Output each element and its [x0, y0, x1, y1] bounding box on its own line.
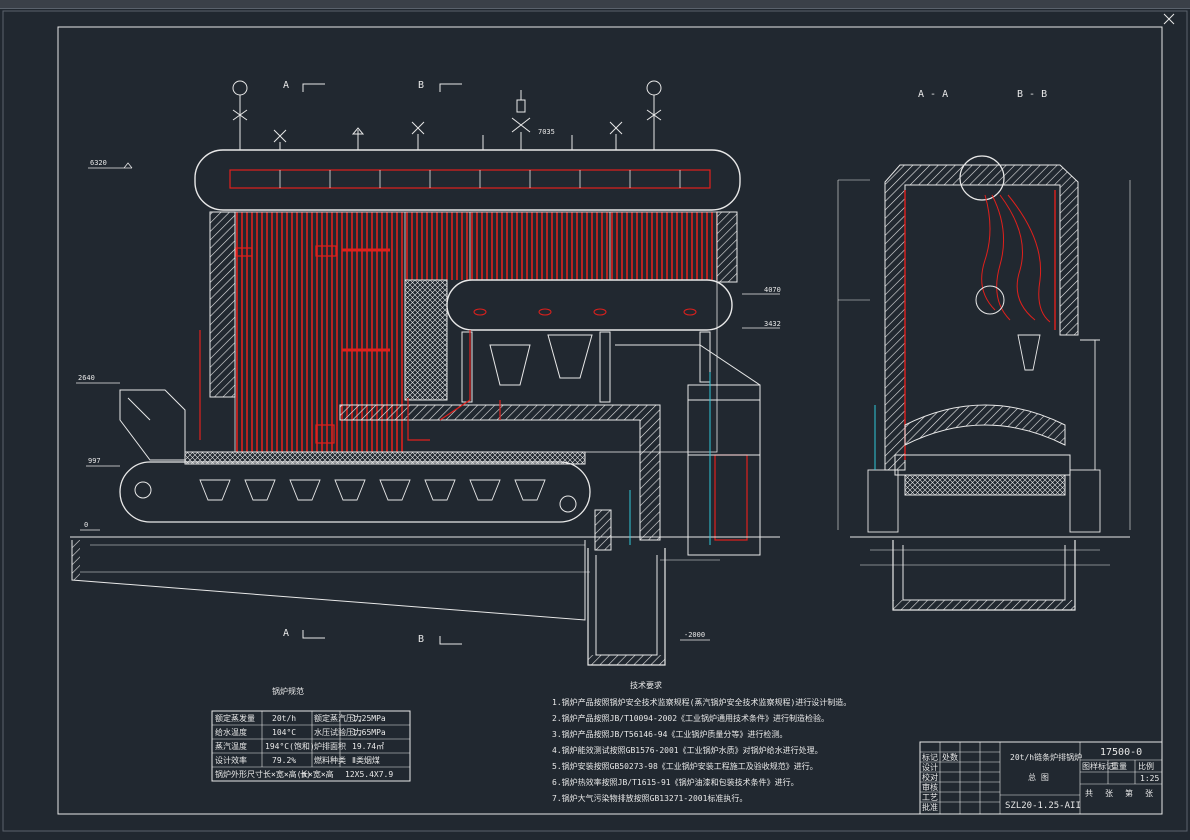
main-elevation-view	[70, 80, 780, 666]
elevation-labels: 6320 7035 4070 3432 2640 997 0 -2000	[78, 128, 781, 639]
spec-cell: 1.25MPa	[352, 714, 386, 723]
window-top-bar	[0, 0, 1190, 9]
sign-row-label: 工艺	[922, 793, 938, 802]
tech-note-item: 5.锅炉安装按照GB50273-98《工业锅炉安装工程施工及验收规范》进行。	[552, 761, 818, 771]
sign-row-label: 处数	[942, 752, 958, 762]
spec-cell: 设计效率	[215, 755, 247, 765]
tech-notes-title: 技术要求	[630, 680, 662, 690]
sign-row-label: 批准	[922, 802, 938, 812]
sheet-label: 张	[1105, 789, 1113, 798]
elevation-6320: 6320	[90, 159, 107, 167]
spec-cell: 额定蒸发量	[215, 713, 255, 723]
section-labels: A B A B A - A B - B	[283, 80, 1047, 645]
section-label-b-top: B	[418, 80, 424, 91]
furnace-arch	[904, 404, 1066, 446]
section-label-a-bottom: A	[283, 628, 289, 639]
spec-cell: 20t/h	[272, 714, 296, 723]
spec-table-title: 锅炉规范	[272, 686, 304, 696]
title-header: 比例	[1138, 761, 1154, 771]
section-view	[837, 155, 1131, 611]
tech-note-item: 3.锅炉产品按照JB/T56146-94《工业锅炉质量分等》进行检测。	[552, 729, 787, 739]
drawing-name: 总 图	[1028, 772, 1049, 782]
elevation-4070: 4070	[764, 286, 781, 294]
elevation-997: 997	[88, 457, 101, 465]
lower-drum	[446, 279, 733, 331]
spec-cell: 长×宽×高	[300, 769, 334, 779]
elevation-minus-2000: -2000	[684, 631, 705, 639]
scale-value: 1:25	[1140, 774, 1159, 783]
spec-cell: 104°C	[272, 728, 296, 737]
drum-fittings	[232, 80, 662, 150]
outer-frame	[2, 10, 1188, 832]
section-drum	[959, 155, 1005, 201]
sign-row-label: 校对	[922, 772, 938, 782]
view-title-bb: B - B	[1017, 89, 1047, 100]
spec-cell: Ⅱ类烟煤	[352, 755, 380, 765]
rear-flue-brickwork	[339, 404, 661, 541]
product-name: 20t/h链条炉排锅炉	[1010, 752, 1082, 762]
tech-note-item: 4.锅炉能效测试按照GB1576-2001《工业锅炉水质》对锅炉给水进行处理。	[552, 745, 823, 755]
front-wall-insulation	[209, 211, 236, 398]
section-label-b-bottom: B	[418, 634, 424, 645]
close-icon[interactable]	[1163, 13, 1175, 25]
elevation-0: 0	[84, 521, 88, 529]
spec-cell: 79.2%	[272, 756, 296, 765]
sign-row-label: 设计	[922, 762, 938, 772]
elevation-7035: 7035	[538, 128, 555, 136]
spec-cell: 蒸汽温度	[215, 741, 247, 751]
spec-cell: 炉排面积	[314, 741, 346, 751]
ash-pit	[587, 548, 666, 666]
model-number: SZL20-1.25-AII	[1005, 801, 1081, 811]
coal-hopper	[119, 389, 186, 461]
elevation-2640: 2640	[78, 374, 95, 382]
sheet-label: 张	[1145, 789, 1153, 798]
elevation-3432: 3432	[764, 320, 781, 328]
upper-drum	[194, 149, 741, 211]
spec-cell: 19.74㎡	[352, 742, 384, 751]
boiler-spec-table: 锅炉规范 额定蒸发量 20t/h 额定蒸汽压力 1.25MPa 给水温度 104…	[211, 686, 411, 782]
drawing-frame	[57, 26, 1163, 815]
tech-note-item: 7.锅炉大气污染物排放按照GB13271-2001标准执行。	[552, 793, 747, 803]
section-label-a-top: A	[283, 80, 289, 91]
spec-cell: 额定蒸汽压力	[314, 713, 362, 723]
sheet-label: 共	[1085, 789, 1093, 798]
drawing-number: 17500-0	[1100, 747, 1142, 758]
title-header: 图样标记	[1082, 761, 1114, 771]
spec-cell: 水压试验压力	[314, 727, 362, 737]
spec-cell: 锅炉外形尺寸长×宽×高(m)	[215, 769, 311, 779]
spec-cell: 燃料种类	[314, 755, 346, 765]
sheet-label: 第	[1125, 788, 1133, 798]
boiler-general-drawing: A B A B A - A B - B 6320 7035 4070 3432 …	[2, 10, 1188, 832]
spec-cell: 1.65MPa	[352, 728, 386, 737]
technical-notes: 技术要求 1.锅炉产品按照锅炉安全技术监察规程(蒸汽锅炉安全技术监察规程)进行设…	[552, 680, 851, 803]
sign-row-label: 审核	[922, 782, 938, 792]
title-block: 17500-0 20t/h链条炉排锅炉 总 图 SZL20-1.25-AII 图…	[919, 741, 1163, 815]
spec-cell: 给水温度	[215, 727, 247, 737]
economizer	[687, 384, 761, 556]
view-title-aa: A - A	[918, 89, 948, 100]
elevation-markers	[76, 162, 780, 641]
tech-note-item: 1.锅炉产品按照锅炉安全技术监察规程(蒸汽锅炉安全技术监察规程)进行设计制造。	[552, 697, 851, 707]
sign-row-label: 标记	[922, 752, 938, 762]
tech-note-item: 2.锅炉产品按照JB/T10094-2002《工业锅炉通用技术条件》进行制造检验…	[552, 713, 829, 723]
title-header: 重量	[1111, 761, 1127, 771]
tech-note-item: 6.锅炉热效率按照JB/T1615-91《锅炉油漆和包装技术条件》进行。	[552, 777, 799, 787]
spec-cell: 12X5.4X7.9	[345, 770, 393, 779]
spec-cell: 194°C(饱和)	[265, 741, 315, 751]
